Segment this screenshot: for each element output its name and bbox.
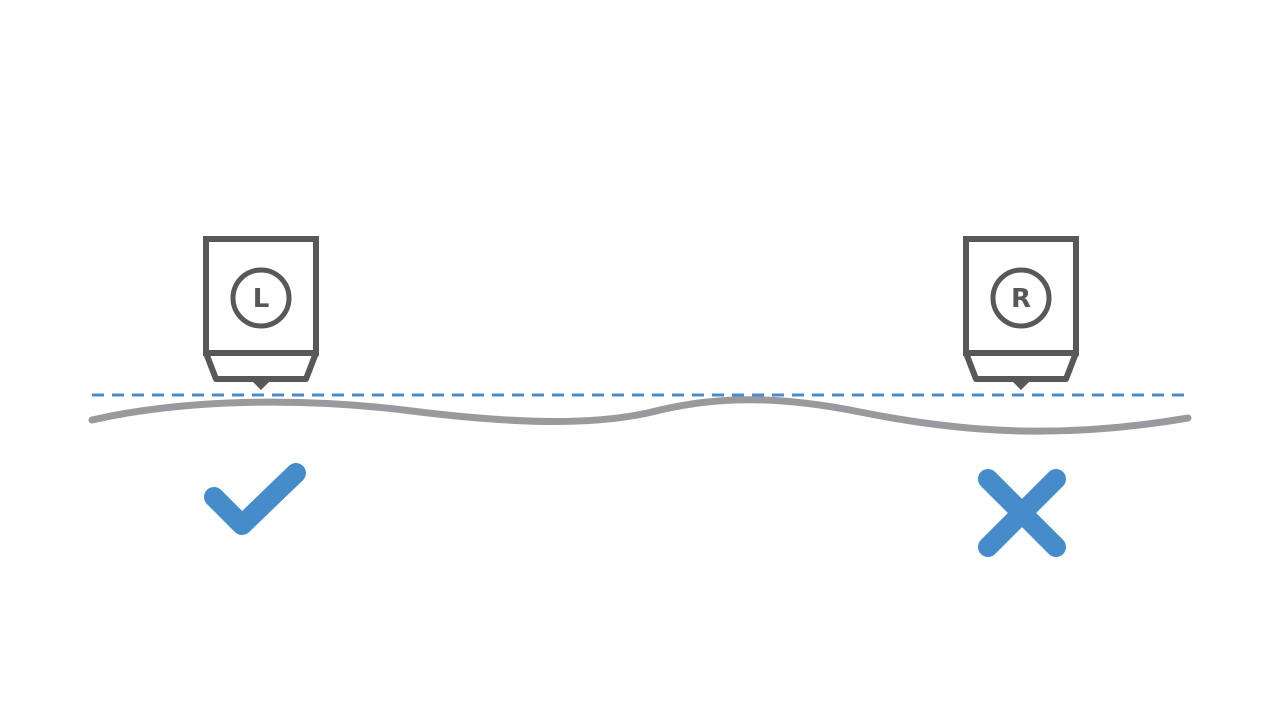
nozzle-point — [252, 381, 270, 390]
nozzle-badge — [990, 267, 1052, 329]
nozzle-tip — [963, 350, 1079, 382]
cross-icon — [978, 469, 1066, 557]
nozzle-left: L — [203, 236, 319, 390]
bed-surface-line — [88, 396, 1192, 435]
nozzle-right: R — [963, 236, 1079, 390]
nozzle-tip — [203, 350, 319, 382]
nozzle-point — [1012, 381, 1030, 390]
nozzle-badge — [230, 267, 292, 329]
nozzle-label: L — [253, 284, 270, 314]
check-icon — [204, 463, 306, 535]
nozzle-label: R — [1011, 284, 1031, 314]
